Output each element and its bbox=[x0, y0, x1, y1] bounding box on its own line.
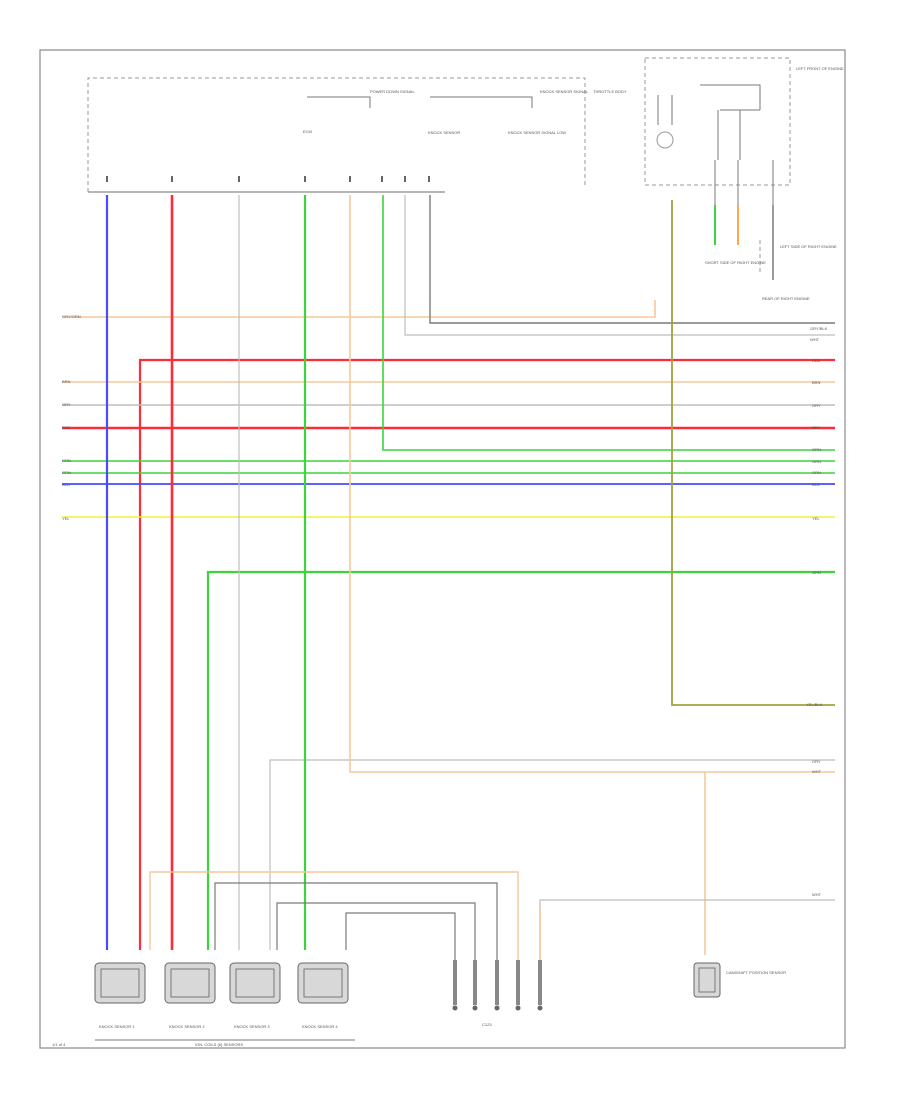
right-label-3: BRN bbox=[812, 380, 821, 385]
bottom-connector-pin-4 bbox=[516, 960, 520, 1005]
right-label-5: RED bbox=[812, 425, 821, 430]
top-right-label-4: REAR OF RIGHT ENGINE bbox=[762, 296, 810, 301]
top-right-label-1: LEFT FRONT OF ENGINE bbox=[796, 66, 844, 71]
ecm-label-5: KNOCK SENSOR SIGNAL LOW bbox=[508, 130, 566, 135]
top-right-label-3: LEFT SIDE OF RIGHT ENGINE bbox=[780, 244, 837, 249]
throttle-motor-icon bbox=[656, 131, 674, 149]
ecm-label-1: ECM bbox=[303, 129, 312, 134]
left-label-1: BRN bbox=[62, 379, 71, 384]
ecm-label-2: POWER DOWN SIGNAL bbox=[370, 89, 415, 94]
ecm-label-3: KNOCK SENSOR bbox=[428, 130, 460, 135]
right-label-6: GRN bbox=[812, 447, 821, 452]
left-label-4: GRN bbox=[62, 458, 71, 463]
camshaft-sensor-body bbox=[693, 962, 721, 998]
wire-wht bbox=[404, 195, 835, 336]
right-label-9: BLU bbox=[812, 482, 820, 487]
ecm-arrow-2 bbox=[430, 96, 533, 108]
right-label-13: GRY bbox=[812, 759, 821, 764]
bottom-connector-pin-3 bbox=[495, 960, 499, 1005]
sensor-group-label: IGN. COILS (6) SENSORS bbox=[195, 1042, 243, 1047]
bottom-connector-terminal-1 bbox=[452, 1005, 458, 1011]
throttle-out-wires bbox=[714, 160, 774, 270]
wire-gry-orn bbox=[62, 300, 656, 318]
ecm-label-6: THROTTLE BODY bbox=[593, 89, 627, 94]
bottom-connector-group bbox=[452, 960, 543, 1011]
wire-grn-1 bbox=[382, 195, 835, 451]
bottom-connector-terminal-3 bbox=[494, 1005, 500, 1011]
right-label-8: GRN bbox=[812, 470, 821, 475]
camshaft-sensor-face bbox=[698, 967, 716, 993]
right-label-4: GRY bbox=[812, 403, 821, 408]
wire-wht-lower bbox=[349, 195, 835, 773]
right-label-14: WHT bbox=[812, 769, 822, 774]
knock-sensor-3-face bbox=[235, 968, 275, 998]
ecm-pins bbox=[106, 176, 430, 182]
ecm-box bbox=[87, 77, 586, 192]
right-label-10: YEL bbox=[812, 516, 820, 521]
knock-sensor-4-body bbox=[297, 962, 349, 1004]
camshaft-sensor-label: CAMSHAFT POSITION SENSOR bbox=[726, 970, 786, 975]
right-label-0: GRY/BLK bbox=[810, 326, 828, 331]
left-label-5: GRN bbox=[62, 470, 71, 475]
left-wire-labels: GRY/ORN BRN GRY RED GRN GRN BLU YEL bbox=[62, 314, 81, 521]
left-label-2: GRY bbox=[62, 402, 71, 407]
right-label-12: YEL/BLK bbox=[806, 702, 823, 707]
bottom-group-label: C123 bbox=[482, 1022, 492, 1027]
bottom-connector-pin-2 bbox=[473, 960, 477, 1005]
knock-sensor-1-label: KNOCK SENSOR 1 bbox=[99, 1024, 135, 1029]
camshaft-position-sensor: CAMSHAFT POSITION SENSOR bbox=[693, 962, 786, 998]
knock-sensor-4-label: KNOCK SENSOR 4 bbox=[302, 1024, 338, 1029]
wire-yel-blk bbox=[671, 200, 835, 706]
left-label-6: BLU bbox=[62, 482, 70, 487]
left-label-0: GRY/ORN bbox=[62, 314, 81, 319]
wire-grn-4 bbox=[206, 570, 835, 950]
knock-sensor-4-face bbox=[303, 968, 343, 998]
wire-red-upper bbox=[138, 358, 835, 950]
wire-gry-blk bbox=[429, 195, 835, 324]
left-label-3: RED bbox=[62, 425, 71, 430]
wire-gry-lower bbox=[269, 759, 835, 950]
knock-sensor-2-body bbox=[164, 962, 216, 1004]
diagram-frame bbox=[39, 49, 846, 1049]
knock-sensor-2-label: KNOCK SENSOR 2 bbox=[169, 1024, 205, 1029]
right-label-11: GRN bbox=[812, 570, 821, 575]
wire-shield-3 bbox=[276, 902, 476, 960]
knock-sensor-2-face bbox=[170, 968, 210, 998]
bottom-connector-pin-1 bbox=[453, 960, 457, 1005]
wire-shield-1 bbox=[149, 871, 519, 960]
knock-sensor-3-label: KNOCK SENSOR 3 bbox=[234, 1024, 270, 1029]
wire-shield-4 bbox=[345, 912, 456, 960]
bottom-connector-terminal-2 bbox=[472, 1005, 478, 1011]
knock-sensor-1-face bbox=[100, 968, 140, 998]
right-label-15: WHT bbox=[812, 892, 822, 897]
left-label-7: YEL bbox=[62, 516, 70, 521]
wire-layer bbox=[62, 195, 835, 960]
bottom-connector-terminal-4 bbox=[515, 1005, 521, 1011]
page-reference: 1/1 of 4 bbox=[52, 1042, 66, 1047]
wire-shield-2 bbox=[214, 882, 498, 960]
right-label-1: WHT bbox=[810, 337, 820, 342]
bottom-connector-terminal-5 bbox=[537, 1005, 543, 1011]
knock-sensor-group: KNOCK SENSOR 1 KNOCK SENSOR 2 KNOCK SENSOR… bbox=[94, 962, 349, 1029]
ecm-label-4: KNOCK SENSOR SIGNAL bbox=[540, 89, 589, 94]
bottom-connector-pin-5 bbox=[538, 960, 542, 1005]
wire-shield-out bbox=[539, 899, 835, 960]
right-label-7: GRN bbox=[812, 459, 821, 464]
knock-sensor-3-body bbox=[229, 962, 281, 1004]
top-right-label-2: SHORT SIDE OF RIGHT ENGINE bbox=[705, 260, 766, 265]
ecm-arrow-1 bbox=[307, 96, 371, 108]
right-label-2: RED bbox=[812, 358, 821, 363]
knock-sensor-1-body bbox=[94, 962, 146, 1004]
right-wire-labels: GRY/BLK WHT RED BRN GRY RED GRN GRN GRN … bbox=[806, 326, 828, 897]
throttle-internal-wires bbox=[657, 84, 761, 160]
